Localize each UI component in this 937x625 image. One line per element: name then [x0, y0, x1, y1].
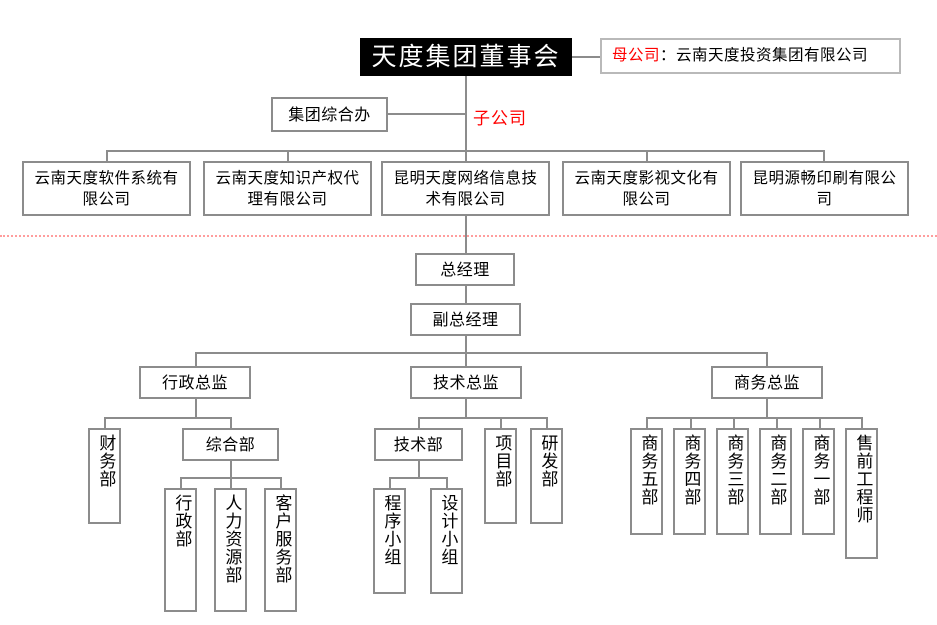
subsidiary-box-1[interactable]: 云南天度软件系统有限公司 [22, 161, 191, 216]
director-box-admin[interactable]: 行政总监 [139, 366, 251, 399]
parent-company-value: 云南天度投资集团有限公司 [676, 46, 869, 65]
connector-business-drop-6 [861, 417, 863, 428]
role-box-presales-engineer[interactable]: 售前工程师 [845, 428, 878, 559]
connector-ga-drop-1 [180, 477, 182, 488]
subsidiary-box-3[interactable]: 昆明天度网络信息技术有限公司 [381, 161, 550, 216]
connector-subsidiary-drop-1 [106, 150, 108, 161]
connector-business-drop-1 [646, 417, 648, 428]
connector-director-drop-3 [766, 352, 768, 366]
connector-business-drop-4 [776, 417, 778, 428]
connector-admin-bar [104, 417, 232, 419]
team-box-design[interactable]: 设计小组 [430, 488, 463, 594]
connector-ga-drop-3 [280, 477, 282, 488]
department-box-business-1[interactable]: 商务一部 [802, 428, 835, 535]
connector-business-drop-3 [733, 417, 735, 428]
connector-gm-to-dgm [465, 286, 467, 303]
deputy-general-manager-box[interactable]: 副总经理 [410, 303, 521, 336]
department-box-general-affairs[interactable]: 综合部 [182, 428, 279, 461]
department-box-business-3[interactable]: 商务三部 [716, 428, 749, 535]
subsidiary-box-2[interactable]: 云南天度知识产权代理有限公司 [203, 161, 372, 216]
department-box-human-resources[interactable]: 人力资源部 [214, 488, 247, 612]
connector-subsidiary-drop-5 [823, 150, 825, 161]
department-box-business-5[interactable]: 商务五部 [630, 428, 663, 535]
connector-divider-trunk [465, 216, 467, 253]
connector-business-bar [646, 417, 863, 419]
connector-board-to-parent-note [572, 56, 600, 58]
director-box-technical[interactable]: 技术总监 [410, 366, 522, 399]
connector-tech-trunk [465, 399, 467, 417]
connector-tech-drop-1 [418, 417, 420, 428]
board-title-box[interactable]: 天度集团董事会 [360, 38, 572, 76]
connector-tech-drop-3 [546, 417, 548, 428]
team-box-programming[interactable]: 程序小组 [373, 488, 406, 594]
parent-company-separator: ： [660, 46, 677, 65]
connector-subsidiary-drop-3 [465, 150, 467, 161]
group-office-box[interactable]: 集团综合办 [271, 97, 388, 132]
connector-subsidiary-drop-4 [646, 150, 648, 161]
connector-group-office [388, 113, 465, 115]
connector-business-trunk [766, 399, 768, 417]
general-manager-box[interactable]: 总经理 [415, 253, 515, 286]
department-box-research[interactable]: 研发部 [530, 428, 563, 524]
subsidiary-box-5[interactable]: 昆明源畅印刷有限公司 [740, 161, 909, 216]
connector-directors-bar [195, 352, 768, 354]
department-box-project[interactable]: 项目部 [484, 428, 517, 524]
connector-tech-bar [418, 417, 548, 419]
connector-technology-bar [389, 477, 447, 479]
connector-dgm-trunk [465, 336, 467, 352]
connector-director-drop-2 [465, 352, 467, 366]
connector-admin-drop-general [230, 417, 232, 428]
subsidiary-box-4[interactable]: 云南天度影视文化有限公司 [562, 161, 731, 216]
connector-technology-trunk [418, 461, 420, 477]
subsidiary-label: 子公司 [473, 109, 527, 129]
connector-general-affairs-trunk [230, 461, 232, 477]
connector-business-drop-2 [690, 417, 692, 428]
department-box-administration[interactable]: 行政部 [164, 488, 197, 612]
connector-subsidiary-drop-2 [287, 150, 289, 161]
section-divider [0, 235, 937, 237]
connector-technology-drop-1 [389, 477, 391, 488]
connector-board-trunk [465, 76, 467, 151]
connector-business-drop-5 [819, 417, 821, 428]
parent-company-note: 母公司：云南天度投资集团有限公司 [600, 38, 901, 74]
connector-ga-drop-2 [230, 477, 232, 488]
department-box-business-4[interactable]: 商务四部 [673, 428, 706, 535]
parent-company-label: 母公司 [612, 46, 661, 65]
connector-tech-drop-2 [500, 417, 502, 428]
department-box-technology[interactable]: 技术部 [374, 428, 463, 461]
director-box-business[interactable]: 商务总监 [711, 366, 823, 399]
connector-admin-trunk [195, 399, 197, 417]
connector-technology-drop-2 [446, 477, 448, 488]
connector-admin-drop-finance [104, 417, 106, 428]
department-box-business-2[interactable]: 商务二部 [759, 428, 792, 535]
department-box-finance[interactable]: 财务部 [88, 428, 121, 524]
department-box-customer-service[interactable]: 客户服务部 [264, 488, 297, 612]
connector-director-drop-1 [195, 352, 197, 366]
